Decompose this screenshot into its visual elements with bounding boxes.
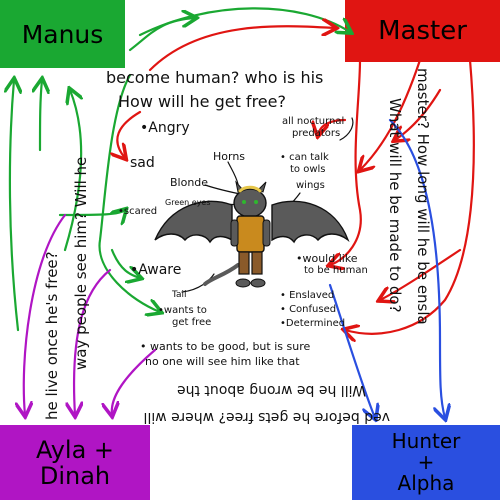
hunter-alpha-box: Hunter + Alpha — [352, 425, 500, 500]
left-eye — [242, 200, 246, 204]
label-tail: Tail — [172, 290, 187, 300]
left-arm — [230, 219, 239, 247]
tail-shape — [203, 263, 240, 286]
question-top-2: How will he get free? — [118, 92, 286, 111]
right-leg — [251, 251, 263, 275]
plus-label: + — [417, 450, 435, 474]
question-right-inner: What will he be made to do? — [386, 98, 404, 313]
trait-human-1: •would like — [296, 252, 358, 265]
trait-wants-good-1: • wants to be good, but is sure — [140, 340, 311, 353]
trait-human-2: to be human — [304, 265, 368, 276]
right-arm — [262, 219, 271, 247]
ayla-label: Ayla + — [35, 435, 115, 464]
trait-get-free-1: •wants to — [158, 305, 207, 316]
trait-talk-owls-2: to owls — [290, 164, 326, 175]
label-horns: Horns — [213, 150, 246, 163]
question-bottom-inner: Will he be wrong about the — [176, 382, 366, 398]
hunter-label: Hunter — [391, 429, 461, 453]
ayla-dinah-box: Ayla + Dinah — [0, 425, 150, 500]
alpha-label: Alpha — [397, 471, 455, 495]
question-left-inner: way people see him? Will he — [72, 156, 90, 370]
trait-sad: sad — [130, 155, 155, 171]
master-label: Master — [378, 16, 467, 46]
trait-angry: •Angry — [140, 120, 190, 136]
trait-get-free-2: get free — [172, 317, 212, 328]
tunic-shape — [236, 215, 265, 253]
trait-determined: •Determined — [280, 318, 346, 329]
right-eye — [254, 200, 258, 204]
dinah-label: Dinah — [39, 461, 111, 490]
question-right-outer: master? How long will he be ensla — [414, 68, 432, 325]
hunter-arrows — [328, 118, 445, 418]
hunter-box-fill — [352, 425, 500, 500]
trait-aware: •Aware — [130, 262, 182, 278]
left-foot — [235, 278, 251, 288]
ayla-arrows — [24, 213, 157, 415]
label-wings: wings — [296, 180, 325, 191]
trait-predators-2: predators — [292, 128, 341, 139]
label-green-eyes: Green eyes — [165, 198, 211, 207]
question-top-1: become human? who is his — [106, 68, 324, 87]
right-foot — [250, 278, 266, 288]
left-leg — [238, 251, 250, 275]
left-wing-shape — [154, 200, 233, 244]
dragon-character — [154, 180, 350, 288]
hair-shape — [238, 185, 262, 193]
master-box-fill — [345, 0, 500, 62]
right-wing-shape — [271, 200, 350, 244]
trait-confused: • Confused — [280, 304, 337, 315]
master-box: Master — [345, 0, 500, 62]
trait-enslaved: • Enslaved — [280, 290, 335, 301]
manus-box: Manus — [0, 0, 125, 68]
ayla-box-fill — [0, 425, 150, 500]
manus-label: Manus — [21, 19, 104, 49]
label-blonde: Blonde — [170, 176, 209, 189]
trait-predators-1: all nocturnal — [282, 116, 345, 127]
head-shape — [233, 188, 267, 218]
manus-box-fill — [0, 0, 125, 68]
trait-talk-owls-1: • can talk — [280, 152, 329, 163]
master-arrows — [117, 26, 475, 333]
question-left-outer: he live once he's free? — [43, 251, 61, 420]
trait-wants-good-2: no one will see him like that — [145, 355, 300, 368]
question-bottom-outer: ved before he gets free? where will — [143, 409, 390, 425]
trait-scared: •scared — [118, 206, 158, 217]
